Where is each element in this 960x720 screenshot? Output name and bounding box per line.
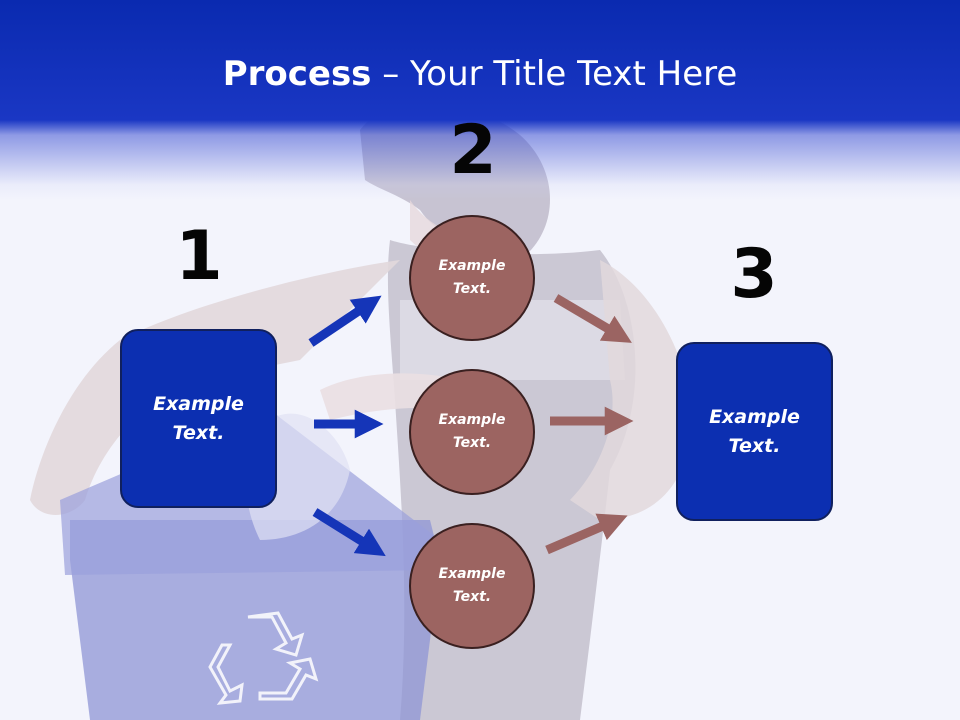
- arrow-2c-to-3: [545, 513, 628, 555]
- step-2-item-3-label: Example Text.: [438, 566, 506, 605]
- title-rest: – Your Title Text Here: [371, 54, 738, 94]
- arrow-1-to-2a: [308, 295, 382, 347]
- step-1-box: Example Text.: [120, 329, 277, 508]
- step-2-item-2-label: Example Text.: [438, 412, 506, 451]
- step-2-number: 2: [449, 111, 497, 190]
- step-2-circle-3: Example Text.: [409, 523, 535, 649]
- step-1-number: 1: [175, 217, 223, 296]
- step-2-circle-1: Example Text.: [409, 215, 535, 341]
- step-3-label: Example Text.: [709, 405, 800, 457]
- recycle-icon: [208, 611, 319, 705]
- arrow-2a-to-3: [553, 294, 632, 343]
- slide-title: Process – Your Title Text Here: [0, 52, 960, 96]
- arrow-1-to-2c: [312, 508, 386, 557]
- step-1-label: Example Text.: [153, 392, 244, 444]
- header-band: [0, 0, 960, 200]
- step-2-circle-2: Example Text.: [409, 369, 535, 495]
- step-3-box: Example Text.: [676, 342, 833, 521]
- step-3-number: 3: [730, 235, 778, 314]
- step-2-item-1-label: Example Text.: [438, 258, 506, 297]
- title-bold: Process: [222, 54, 372, 94]
